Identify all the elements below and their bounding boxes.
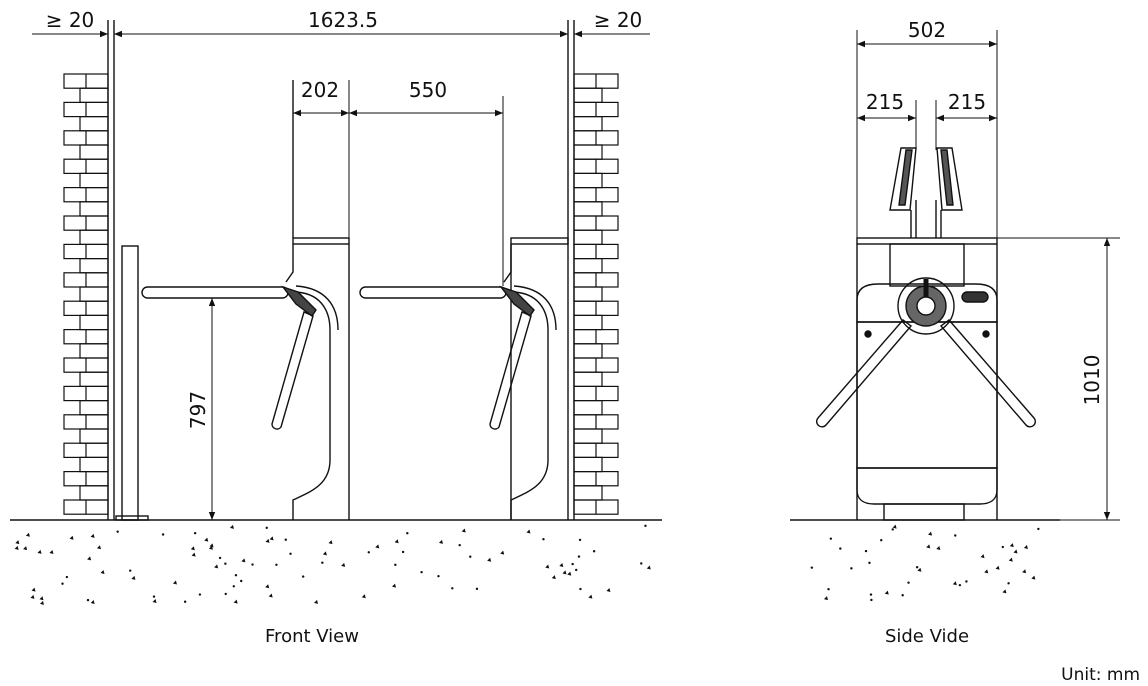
- left-brick-wall: [63, 20, 109, 520]
- gravel-side: [810, 524, 1040, 602]
- end-post-base: [115, 515, 149, 521]
- dim-arm-height: 797: [186, 391, 210, 429]
- side-view: [790, 30, 1120, 602]
- dim-left-clearance: ≥ 20: [46, 8, 95, 32]
- dim-side-right-half: 215: [948, 90, 986, 114]
- dim-right-clearance: ≥ 20: [594, 8, 643, 32]
- dim-passage-width: 550: [409, 78, 447, 102]
- dim-side-left-half: 215: [866, 90, 904, 114]
- gravel-front: [14, 524, 651, 605]
- dim-total-width: 1623.5: [308, 8, 378, 32]
- turnstile-unit-2: [359, 237, 569, 520]
- side-view-caption: Side Vide: [885, 626, 969, 647]
- dim-side-overall-width: 502: [908, 18, 946, 42]
- dim-post-width: 202: [301, 78, 339, 102]
- unit-label: Unit: mm: [1061, 665, 1140, 685]
- dim-side-height: 1010: [1080, 355, 1104, 406]
- front-view: [10, 20, 662, 605]
- front-view-caption: Front View: [265, 626, 359, 647]
- end-post-left: [121, 245, 139, 521]
- turnstile-unit-1: [141, 80, 350, 520]
- right-brick-wall: [573, 20, 619, 520]
